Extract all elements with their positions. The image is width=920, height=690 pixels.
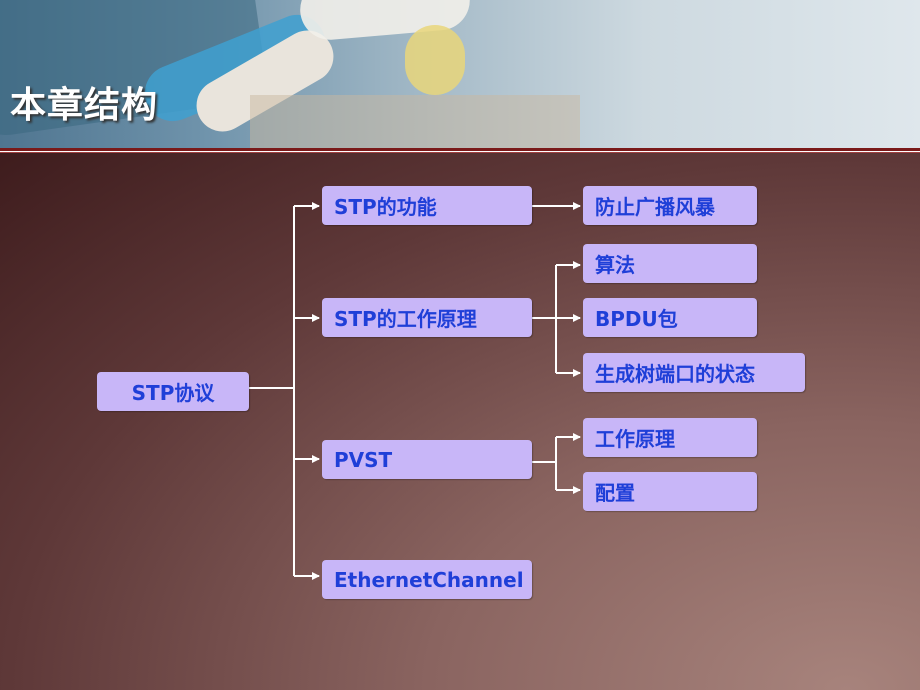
header-divider xyxy=(0,148,920,151)
leaf-node-working-principle: 工作原理 xyxy=(583,418,757,457)
branch-node-ethernetchannel: EthernetChannel xyxy=(322,560,532,599)
desk-image xyxy=(250,95,580,148)
root-node: STP协议 xyxy=(97,372,249,411)
page-title: 本章结构 xyxy=(10,85,159,126)
leaf-node-bpdu: BPDU包 xyxy=(583,298,757,337)
header-divider-thin xyxy=(0,152,920,153)
leaf-node-configuration: 配置 xyxy=(583,472,757,511)
branch-node-stp-function: STP的功能 xyxy=(322,186,532,225)
yellow-chalk-image xyxy=(405,25,465,95)
header-banner: 本章结构 xyxy=(0,0,920,148)
content-area xyxy=(0,153,920,690)
leaf-node-port-states: 生成树端口的状态 xyxy=(583,353,805,392)
branch-node-stp-principle: STP的工作原理 xyxy=(322,298,532,337)
branch-node-pvst: PVST xyxy=(322,440,532,479)
leaf-node-broadcast-storm: 防止广播风暴 xyxy=(583,186,757,225)
leaf-node-algorithm: 算法 xyxy=(583,244,757,283)
